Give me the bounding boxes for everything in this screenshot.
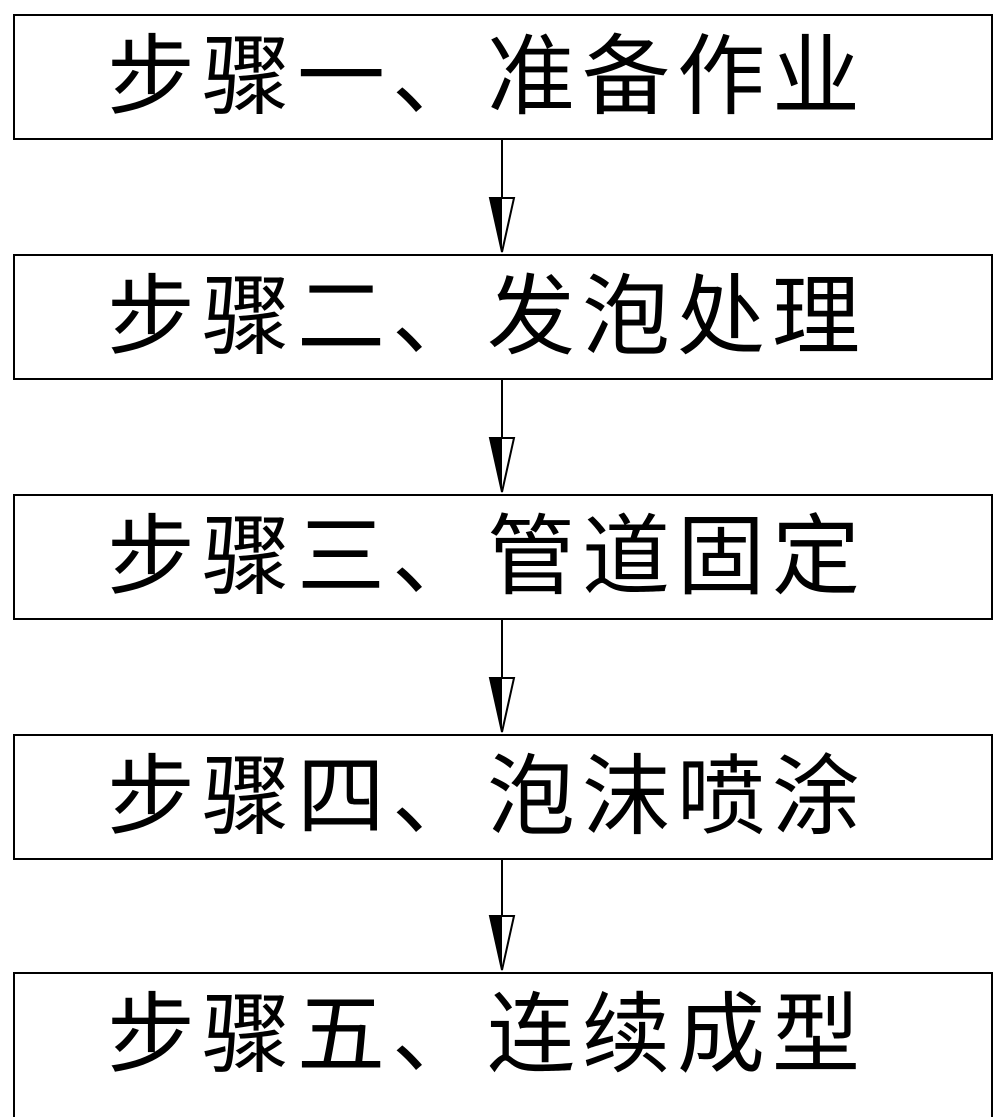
step-4-box: 步骤四、泡沫喷涂 — [13, 734, 993, 860]
arrow-step3-to-step4 — [488, 620, 516, 733]
arrow-step1-to-step2 — [488, 140, 516, 253]
step-5-label: 步骤五、连续成型 — [107, 983, 868, 1086]
step-2-box: 步骤二、发泡处理 — [13, 254, 993, 380]
step-5-box: 步骤五、连续成型 — [13, 972, 993, 1117]
step-3-box: 步骤三、管道固定 — [13, 494, 993, 620]
step-1-box: 步骤一、准备作业 — [13, 14, 993, 140]
step-2-label: 步骤二、发泡处理 — [107, 265, 868, 368]
step-3-label: 步骤三、管道固定 — [107, 505, 868, 608]
arrow-step4-to-step5 — [488, 860, 516, 971]
arrow-step2-to-step3 — [488, 380, 516, 493]
step-1-label: 步骤一、准备作业 — [107, 25, 868, 128]
step-4-label: 步骤四、泡沫喷涂 — [107, 745, 868, 848]
